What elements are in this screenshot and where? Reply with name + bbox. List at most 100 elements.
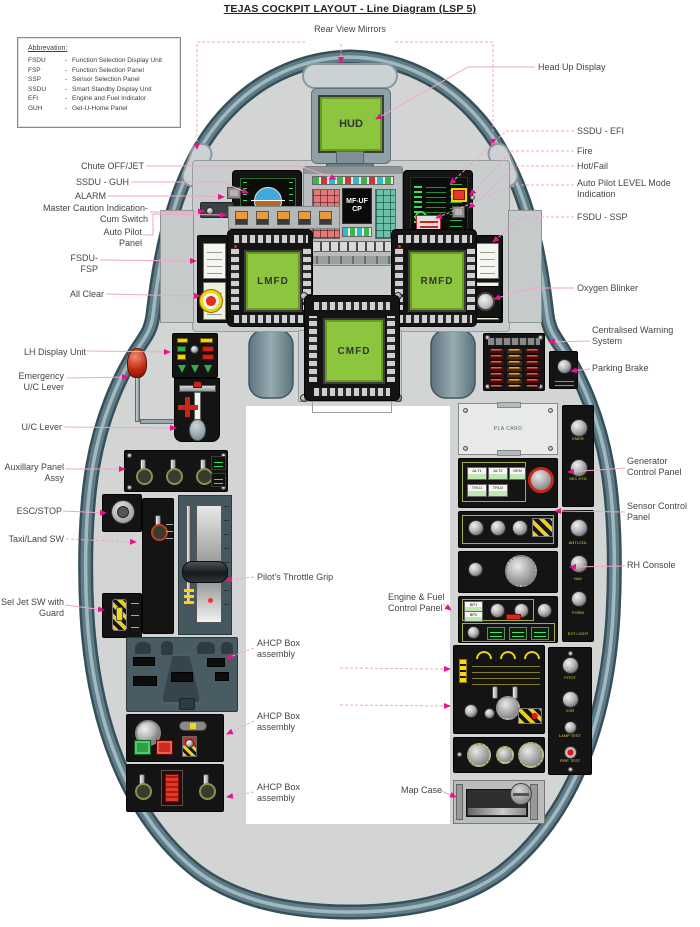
emergency-uc-stem (135, 376, 140, 422)
lmfd-top-buttons (234, 235, 308, 243)
abbr-sep: - (64, 66, 68, 74)
taxi-land-panel (142, 498, 174, 634)
aux-toggle-1 (136, 468, 153, 485)
label-all-clear: All Clear (69, 289, 104, 299)
fsp-display-1 (203, 243, 226, 279)
gen-btn-alt1: ALT1 (467, 467, 487, 480)
guh-ticks2 (289, 181, 293, 225)
radalt-big-knob (505, 555, 537, 587)
hydraulics-strip (562, 405, 594, 507)
uc-spoon-handle (189, 419, 206, 441)
map-case-bar (468, 808, 526, 815)
ahcp2-red-button (156, 740, 173, 755)
lhdu-yellow-3 (177, 354, 186, 360)
map-case-knob-slit (513, 793, 529, 796)
hud-label: HUD (339, 118, 363, 130)
radalt-small-knob (468, 562, 483, 577)
cws-light-column-2 (507, 349, 522, 387)
anti-col-knob (570, 519, 588, 537)
abbreviation-row: EFI-Engine and Fuel Indicator (28, 94, 162, 104)
cmfd-top-buttons (314, 302, 390, 310)
map-case (453, 780, 545, 824)
label-uc-lever: U/C Lever (21, 422, 62, 432)
efcp-knob-4 (467, 626, 480, 639)
lmfd-label: LMFD (257, 275, 289, 287)
anti-col-label: ANTI-COL (568, 540, 588, 545)
ahcp1-handle (179, 698, 195, 710)
form-knob (571, 591, 587, 607)
lmfd-power-led (234, 245, 237, 248)
lhdu-yellow-2 (200, 338, 213, 343)
abbreviation-row: FSP-Function Selection Panel (28, 66, 162, 76)
map-case-knob (510, 783, 532, 805)
vw-yellow-chip (459, 659, 467, 683)
label-ssdu-efi: SSDU - EFI (577, 126, 625, 136)
abbr-key: FSDU (28, 57, 46, 64)
sensor-control-panel (458, 511, 558, 548)
ufcp-subscreen-row (342, 227, 372, 237)
abbr-full: Function Selection Display Unit (72, 57, 162, 64)
ufcp-toprow-keys (312, 176, 394, 185)
alarm-button (227, 187, 241, 199)
label-rear-view-mirrors: Rear View Mirrors (314, 24, 386, 34)
abbr-sep: - (64, 95, 68, 102)
efcp-gchip-3 (531, 627, 549, 640)
ufcp-bottom-strip (306, 256, 400, 264)
ext-light-label: EXT LIGHT (567, 631, 589, 636)
abbreviation-table: FSDU-Function Selection Display Unit FSP… (28, 56, 162, 113)
parking-brake-panel (549, 351, 578, 389)
vw-knob-2 (484, 708, 495, 719)
throttle-grip (182, 561, 228, 583)
label-chute: Chute OFF/JET (80, 161, 144, 171)
vw-text-rows (472, 661, 540, 685)
cws-screw-2 (538, 335, 543, 340)
throttle-ticks (224, 506, 229, 618)
lmfd-right-buttons (303, 248, 311, 310)
parking-brake-knob (557, 359, 572, 374)
efcp-box-1 (462, 599, 534, 621)
cmfd-bezel: CMFD (304, 295, 400, 401)
abbr-sep: - (64, 104, 68, 112)
abbreviation-row: GUH-Get-U-Home Panel (28, 104, 162, 114)
lhdu-green-box (177, 346, 186, 352)
pitot-knob (562, 657, 579, 674)
uc-red-cap (193, 381, 202, 388)
throttle-red-dot (208, 598, 213, 603)
pitot-label: PITOT (564, 675, 576, 680)
sensor-hazard-box (532, 518, 553, 537)
ahcp2-small-knob (185, 739, 194, 748)
efi-bars (414, 183, 422, 223)
efcp-red-chip (506, 614, 521, 620)
cws-light-column-3 (525, 349, 540, 387)
lk-screw-1 (457, 752, 462, 757)
lk-knob-3 (518, 742, 544, 768)
ahcp3-toggle-l (135, 783, 152, 800)
pla-notch-top (497, 402, 521, 408)
lhdu-arrow-1 (178, 365, 186, 373)
cws-top-strip (488, 338, 540, 345)
battery-knob (528, 467, 554, 493)
abbr-full: Sensor Selection Panel (72, 76, 140, 83)
ext-light-strip (562, 510, 594, 642)
rmfd-power-led (398, 245, 401, 248)
label-throttle: Pilot's Throttle Grip (257, 572, 334, 582)
label-alarm: ALARM (74, 191, 106, 201)
ap-level-indicator (416, 215, 441, 230)
label-taxi-land: Taxi/Land SW (8, 534, 64, 544)
aux-green-display-1 (211, 456, 226, 470)
parking-brake-text (555, 378, 574, 386)
label-ssdu-guh: SSDU - GUH (75, 177, 129, 187)
ahcp-box-3 (126, 764, 224, 812)
emergency-uc-knob (127, 348, 147, 378)
ahcp1-chip-2 (207, 658, 225, 667)
autopilot-panel (228, 206, 340, 229)
sel-jet-switch (116, 607, 123, 621)
fire-test-button (564, 746, 577, 759)
efcp-gchip-1 (487, 627, 505, 640)
abbr-sep: - (64, 57, 68, 64)
ahcp3-toggle-r (199, 783, 216, 800)
lhdu-red-2 (202, 354, 214, 360)
ahcp3-rudder-slider (165, 774, 179, 802)
test-screw-1 (568, 651, 573, 656)
